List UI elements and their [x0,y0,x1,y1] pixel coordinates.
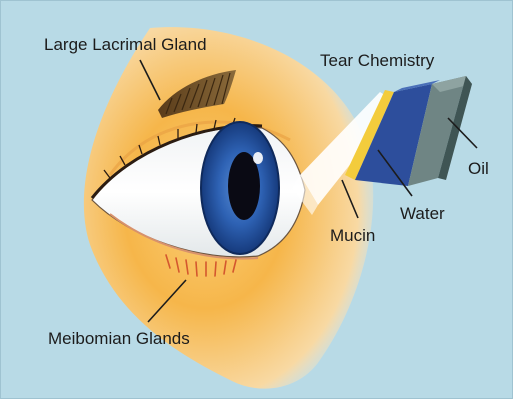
iris-highlight [253,152,263,164]
lacrimal-gland-label: Large Lacrimal Gland [44,36,207,53]
water-label: Water [400,205,445,222]
mucin-label: Mucin [330,227,375,244]
tear-chemistry-label: Tear Chemistry [320,52,434,69]
oil-label: Oil [468,160,489,177]
meibomian-glands-label: Meibomian Glands [48,330,190,347]
